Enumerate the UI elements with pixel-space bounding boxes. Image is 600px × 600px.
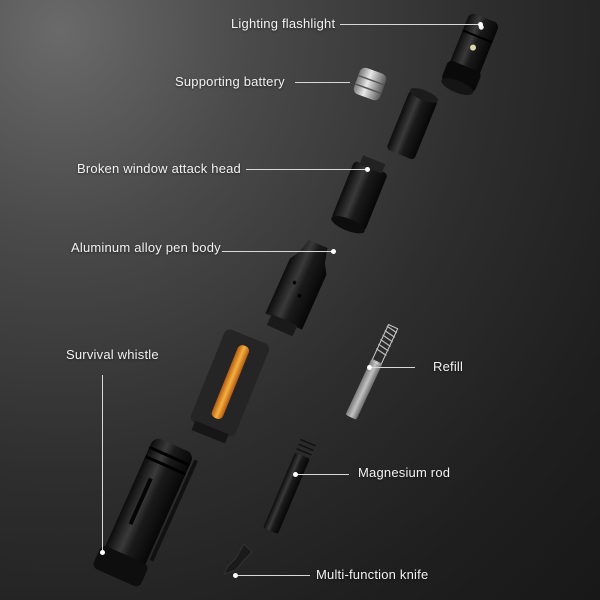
leader-dot: [478, 22, 483, 27]
knife-part: [223, 543, 253, 575]
leader-dot: [365, 167, 370, 172]
leader-dot: [233, 573, 238, 578]
refill-part: [346, 323, 399, 420]
leader-dot: [293, 472, 298, 477]
leader-line: [370, 367, 415, 368]
callout-survival-whistle: Survival whistle: [66, 347, 159, 362]
leader-line: [222, 251, 334, 252]
callout-refill: Refill: [433, 359, 464, 374]
callout-aluminum-alloy-pen-body: Aluminum alloy pen body: [71, 240, 221, 255]
pen-body-part: [265, 239, 328, 337]
callout-multi-function-knife: Multi-function knife: [316, 567, 429, 582]
leader-dot: [367, 365, 372, 370]
whistle-part: [93, 438, 198, 587]
leader-dot: [100, 550, 105, 555]
leader-dot: [331, 249, 336, 254]
magnesium-rod-part: [263, 435, 317, 534]
callout-lighting-flashlight: Lighting flashlight: [231, 16, 336, 31]
grip-part: [190, 329, 270, 444]
attack-head-part: [331, 155, 387, 234]
callout-broken-window-attack-head: Broken window attack head: [77, 161, 241, 176]
leader-line: [295, 82, 350, 83]
flashlight-part: [441, 13, 499, 95]
leader-line: [246, 169, 368, 170]
leader-line: [340, 24, 480, 25]
callout-supporting-battery: Supporting battery: [175, 74, 285, 89]
leader-line: [102, 375, 103, 550]
leader-line: [296, 474, 349, 475]
battery-part: [353, 67, 387, 101]
leader-line: [236, 575, 310, 576]
callout-magnesium-rod: Magnesium rod: [358, 465, 451, 480]
